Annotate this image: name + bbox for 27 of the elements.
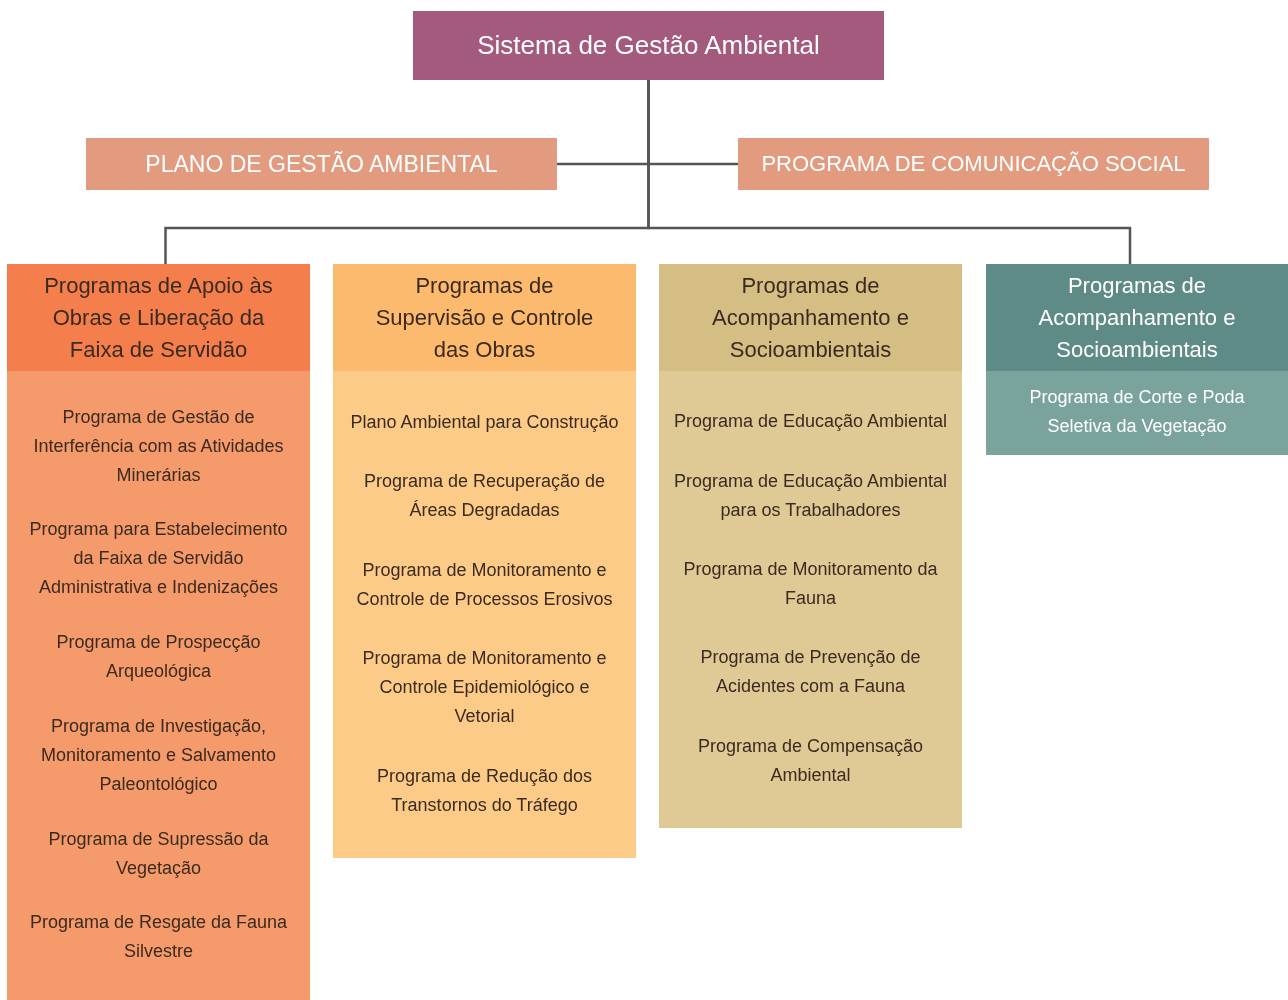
program-item: Programa de Corte e Poda Seletiva da Vegetação xyxy=(1028,386,1246,438)
program-item: Programa de Supressão da Vegetação xyxy=(47,827,270,880)
column-heading: Programas de Acompanhamento e Socioambientais xyxy=(986,264,1288,371)
program-item: Programa de Recuperação de Áreas Degradadas xyxy=(362,470,607,522)
column-heading: Programas de Supervisão e Controle das Obras xyxy=(333,264,636,371)
program-item: Programa de Monitoramento da Fauna xyxy=(682,558,939,610)
program-item: Programa de Monitoramento e Controle de Processos Erosivos xyxy=(355,558,614,611)
program-item: Programa de Resgate da Fauna Silvestre xyxy=(28,911,289,964)
program-column xyxy=(659,264,962,828)
program-item: Plano Ambiental para Construção xyxy=(350,410,619,434)
program-item: Programa de Prevenção de Acidentes com a Fauna xyxy=(699,646,922,699)
program-item: Programa de Educação Ambiental para os Trabalhadores xyxy=(673,469,948,522)
title-box: PLANO DE GESTÃO AMBIENTAL xyxy=(86,138,557,190)
program-item: Programa de Educação Ambiental xyxy=(673,410,948,434)
program-item: Programa de Redução dos Transtornos do Tráfego xyxy=(375,764,594,817)
program-column xyxy=(333,264,636,858)
program-item: Programa para Estabelecimento da Faixa de Servidão Administrativa e Indenizações xyxy=(28,518,289,600)
program-item: Programa de Compensação Ambiental xyxy=(696,734,925,787)
column-heading: Programas de Apoio às Obras e Liberação da Faixa de Servidão xyxy=(7,264,310,371)
program-item: Programa de Monitoramento e Controle Epidemiológico e Vetorial xyxy=(361,647,608,728)
title-box: Sistema de Gestão Ambiental xyxy=(413,11,884,80)
program-column xyxy=(986,264,1288,455)
program-item: Programa de Gestão de Interferência com as Atividades Minerárias xyxy=(32,405,285,487)
column-heading: Programas de Acompanhamento e Socioambientais xyxy=(659,264,962,371)
program-item: Programa de Prospecção Arqueológica xyxy=(55,631,262,684)
program-item: Programa de Investigação, Monitoramento e Salvamento Paleontológico xyxy=(39,714,278,796)
title-box: PROGRAMA DE COMUNICAÇÃO SOCIAL xyxy=(738,138,1209,190)
